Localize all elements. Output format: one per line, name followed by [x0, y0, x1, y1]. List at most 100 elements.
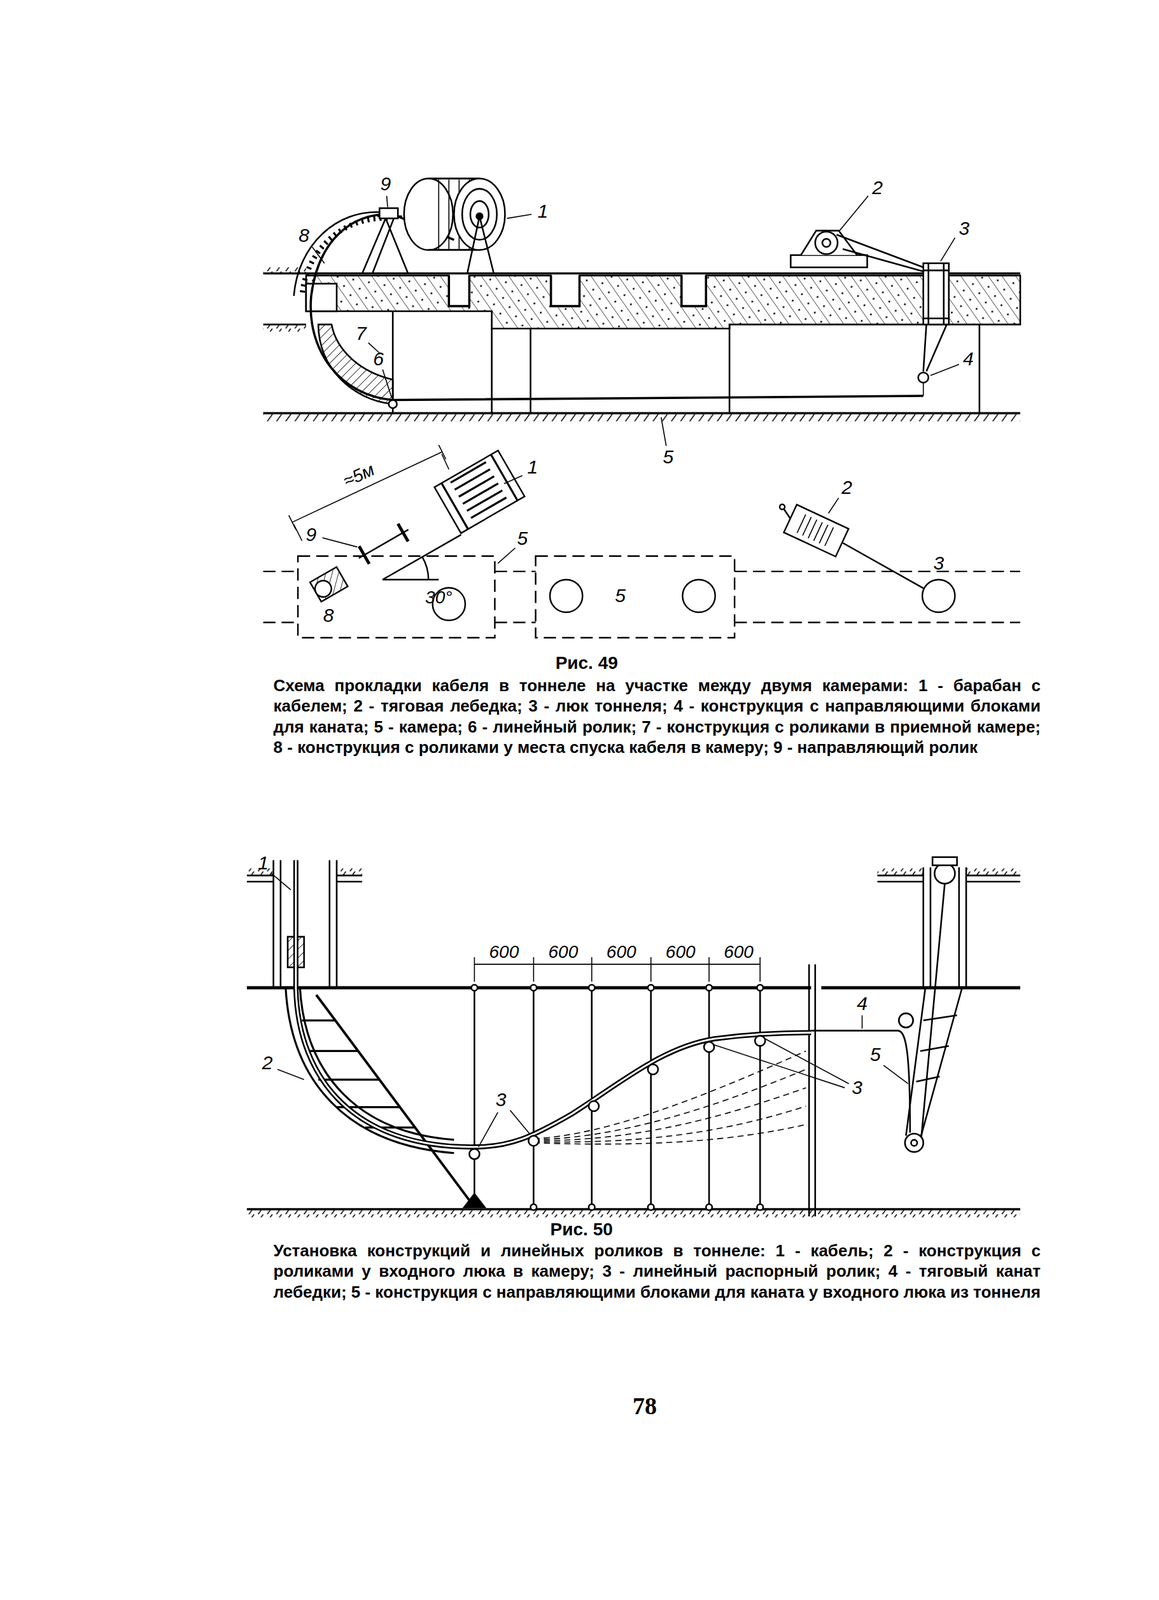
- post-mount: [756, 1204, 764, 1211]
- leader-line: [861, 1015, 864, 1029]
- leader-line: [478, 1112, 498, 1148]
- cable-drum: [434, 450, 526, 534]
- line-roller: [754, 1035, 766, 1046]
- cable: [310, 214, 924, 401]
- callout-number: 1: [537, 201, 548, 221]
- top-pulley: [932, 857, 957, 866]
- leader-line: [509, 1109, 529, 1134]
- roller-post: [474, 987, 760, 1208]
- line-roller: [647, 1064, 659, 1075]
- leader-line: [386, 196, 389, 208]
- cable: [295, 860, 812, 1148]
- post-mount: [471, 984, 764, 1210]
- cable-positions: [533, 1087, 806, 1141]
- leader-line: [322, 537, 358, 547]
- callout-number: 2: [262, 1053, 274, 1073]
- page-number: 78: [632, 1393, 657, 1419]
- top-pulley: [934, 863, 955, 884]
- hatch-circle: [549, 579, 583, 613]
- ground-line: [263, 323, 307, 326]
- guide-roller: [379, 208, 398, 219]
- soil-hatch: [263, 414, 1021, 422]
- line-roller: [469, 1035, 766, 1159]
- post-mount: [530, 1204, 538, 1211]
- cable-drum: [470, 201, 489, 228]
- leader-line: [497, 547, 515, 564]
- post-mount: [756, 984, 764, 991]
- callout-number: 2: [871, 178, 883, 198]
- cable-positions: [533, 1050, 806, 1139]
- leader-line: [661, 417, 667, 447]
- callout-number: 3: [933, 553, 944, 573]
- drum-axle: [476, 213, 484, 220]
- winch: [779, 503, 787, 511]
- axis-line: [382, 578, 439, 580]
- guide-roller: [358, 523, 408, 564]
- leader-line: [940, 238, 955, 262]
- line-roller: [528, 1135, 539, 1146]
- cable-drum: [453, 178, 505, 251]
- leader-line: [271, 873, 908, 1147]
- roof-recess: [448, 275, 706, 307]
- cable-drum: [462, 189, 498, 240]
- cable: [295, 860, 812, 1148]
- guide-roller: [358, 529, 409, 559]
- cable-drum: [434, 450, 526, 534]
- roller-structure-2: [299, 987, 454, 1140]
- soil-hatch: [246, 1210, 1021, 1218]
- fig49-plan: [263, 444, 1021, 638]
- leader-line: [312, 246, 325, 264]
- callout-number: 2: [841, 477, 853, 498]
- post-mount: [647, 1204, 655, 1211]
- line-roller: [588, 1101, 599, 1112]
- leader-line: [883, 1065, 908, 1084]
- winch: [784, 504, 850, 557]
- hatch-circle: [682, 579, 715, 613]
- roller-structure-8: [309, 567, 348, 603]
- winch-base: [790, 255, 867, 268]
- callout-number: 3: [851, 1078, 863, 1098]
- winch-rope: [842, 542, 925, 589]
- winch-rope: [836, 234, 923, 272]
- dimension-label: ≈5м: [341, 460, 378, 491]
- cable-positions: [533, 1069, 806, 1140]
- hatch-circle: [922, 579, 955, 613]
- leader-line: [930, 364, 960, 376]
- winch-rope: [922, 382, 925, 396]
- line-roller: [469, 1148, 480, 1159]
- leader-line: [828, 497, 839, 513]
- dimension-label: 600: [665, 943, 696, 962]
- tunnel-hatch: [923, 263, 949, 325]
- fig50-section: [246, 857, 1021, 1218]
- winch-rope: [921, 883, 946, 1138]
- cable-positions: [533, 1106, 806, 1142]
- line-roller: [703, 1041, 715, 1053]
- winch: [796, 514, 834, 546]
- camera-outline: [297, 556, 495, 638]
- post-mount: [588, 1204, 596, 1211]
- fig49-section: [263, 178, 1021, 447]
- post-foot: [463, 1194, 485, 1208]
- figure-caption: Установка конструкций и линейных роликов…: [273, 1240, 1041, 1303]
- winch: [780, 508, 794, 519]
- shaft-wall: [273, 860, 337, 988]
- ground-line: [263, 272, 1021, 275]
- dimension-label: 600: [489, 943, 520, 962]
- callout-number: 9: [306, 525, 317, 545]
- leader-line: [504, 475, 523, 484]
- callout-number: 5: [870, 1045, 881, 1065]
- roller-structure-8: [311, 577, 335, 601]
- leader-line: [277, 1069, 305, 1080]
- post-mount: [647, 984, 655, 991]
- guide-block-structure: [923, 324, 948, 372]
- callout-number: 8: [298, 225, 310, 246]
- winch-drum: [822, 238, 831, 247]
- line-roller: [388, 400, 398, 409]
- callout-number: 9: [380, 174, 392, 194]
- callout-number: 4: [962, 349, 974, 369]
- callout-number: 1: [257, 853, 269, 873]
- drum-stand: [467, 216, 494, 274]
- callout-number: 5: [516, 528, 528, 548]
- camera-outline: [535, 556, 736, 638]
